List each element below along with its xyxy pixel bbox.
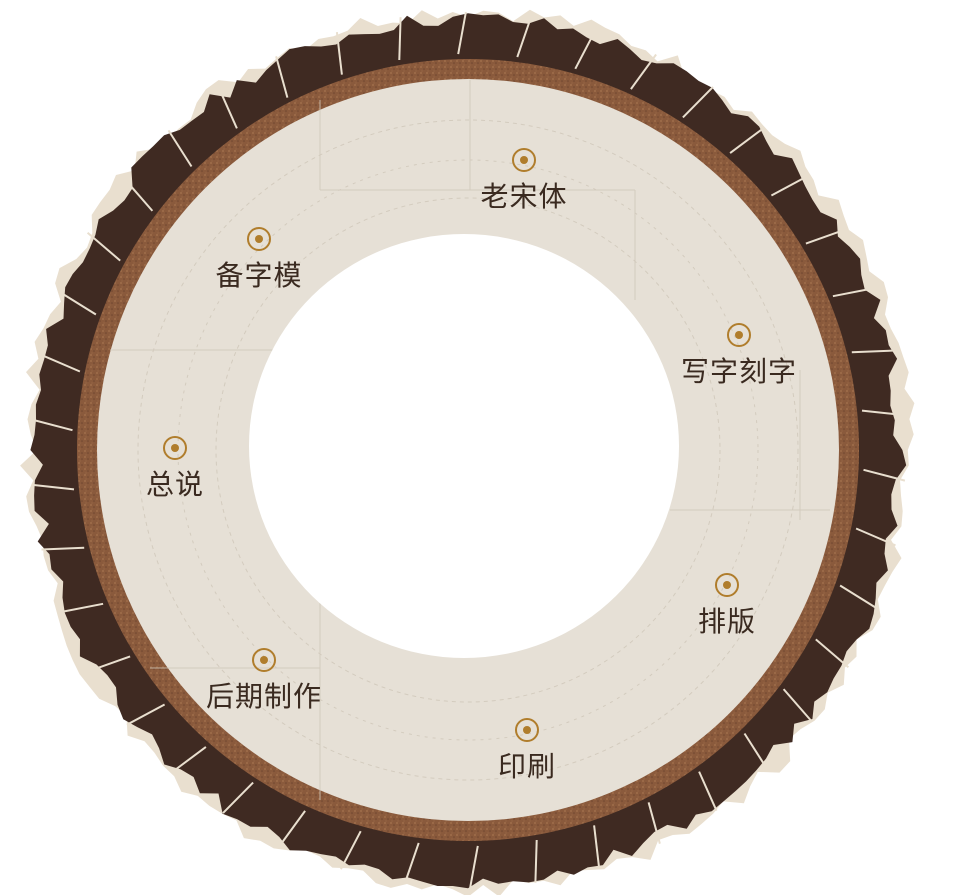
menu-item-label: 后期制作 xyxy=(205,680,322,713)
menu-item-pai-ban[interactable]: 排版 xyxy=(657,572,797,640)
menu-item-label: 老宋体 xyxy=(480,180,568,213)
menu-item-bei-zi-mo[interactable]: 备字模 xyxy=(189,226,329,294)
menu-item-label: 备字模 xyxy=(215,259,303,292)
menu-item-label: 写字刻字 xyxy=(680,355,797,388)
center-hole xyxy=(249,234,679,658)
target-icon xyxy=(252,648,276,672)
menu-item-zong-shuo[interactable]: 总说 xyxy=(105,435,245,503)
menu-item-label: 总说 xyxy=(145,468,204,501)
menu-item-xie-zi-ke-zi[interactable]: 写字刻字 xyxy=(669,322,809,390)
target-icon xyxy=(512,148,536,172)
menu-item-label: 排版 xyxy=(697,605,756,638)
menu-item-hou-qi-zhi-zuo[interactable]: 后期制作 xyxy=(194,647,334,715)
target-icon xyxy=(515,718,539,742)
paper-texture xyxy=(110,80,830,800)
target-icon xyxy=(715,573,739,597)
target-icon xyxy=(163,436,187,460)
menu-item-lao-song-ti[interactable]: 老宋体 xyxy=(454,147,594,215)
target-icon xyxy=(727,323,751,347)
menu-item-yin-shua[interactable]: 印刷 xyxy=(457,717,597,785)
target-icon xyxy=(247,227,271,251)
menu-item-label: 印刷 xyxy=(497,750,556,783)
